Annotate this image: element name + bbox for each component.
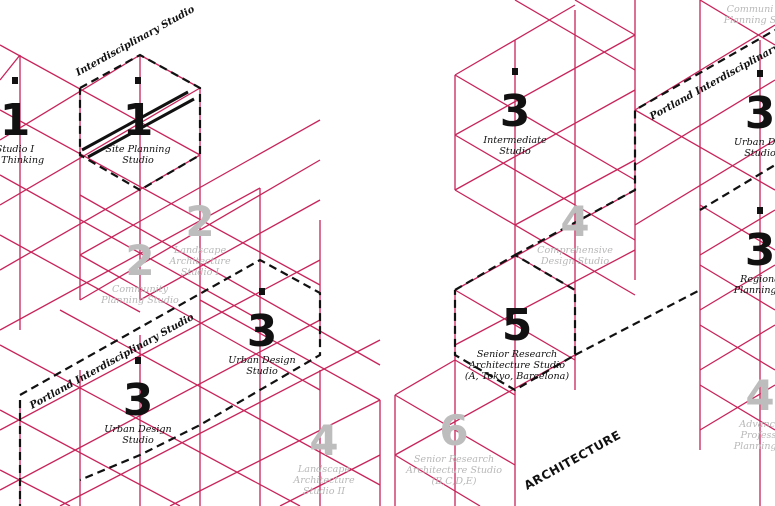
node-tick-mark [512, 68, 518, 75]
node-number: 4 [309, 416, 338, 465]
node-label-line: Intermediate [482, 135, 547, 146]
node-label-line: (A, Tokyo, Barcelona) [465, 371, 569, 382]
node-label-line: Landscape [173, 245, 227, 256]
node-label-line: Studio [122, 155, 154, 166]
node-number: 4 [560, 197, 589, 246]
node-label-line: Architecture [292, 475, 355, 486]
node-label-line: Senior Research [414, 454, 494, 465]
node-label-line: Planning S [723, 15, 775, 26]
node-label-line: Architecture Studio [405, 465, 502, 476]
node-number: 3 [123, 375, 154, 426]
node-label-line: Landscape [297, 464, 351, 475]
node-number: 1 [0, 95, 30, 146]
node-studio-one: 1Studio Ign Thinking [0, 77, 44, 166]
node-label-line: Advance [738, 419, 775, 430]
node-tick-mark [757, 70, 763, 77]
node-label-line: Comprehensive [537, 245, 613, 256]
node-label-line: Planning S [733, 441, 775, 452]
node-regional: 3RegionaPlanning S [733, 207, 775, 296]
node-label-line: Site Planning [105, 144, 170, 155]
architecture-label: ARCHITECTURE [522, 428, 624, 493]
node-number: 1 [123, 95, 154, 146]
node-label-line: Studio [499, 146, 531, 157]
node-number: 3 [745, 88, 775, 139]
node-label-line: Planning Studio [100, 295, 179, 306]
node-label-line: Studio II [303, 486, 345, 497]
node-label-line: Communi [727, 4, 774, 15]
node-tick-mark [135, 77, 141, 84]
node-tick-mark [757, 207, 763, 214]
node-number: 3 [745, 225, 775, 276]
node-tick-mark [135, 357, 141, 364]
node-label-line: Studio [246, 366, 278, 377]
node-label-line: Urban Des [734, 137, 775, 148]
node-label-line: (B,C,D,E) [431, 476, 476, 487]
node-label-line: Senior Research [477, 349, 557, 360]
node-number: 4 [745, 371, 774, 420]
node-advanced: 4AdvanceProfessiPlanning S [733, 371, 775, 452]
node-tick-mark [12, 77, 18, 84]
node-number: 2 [125, 236, 154, 285]
node-number: 2 [185, 197, 214, 246]
node-label-line: Studio [122, 435, 154, 446]
node-label-line: Architecture [168, 256, 231, 267]
node-label-line: Urban Design [228, 355, 295, 366]
node-label-line: Regiona [739, 274, 775, 285]
node-label-line: Urban Design [104, 424, 171, 435]
node-label-line: Studio [744, 148, 775, 159]
studio-boundaries [18, 29, 775, 506]
node-label-line: Professi [740, 430, 775, 441]
site-planning-slash [81, 90, 195, 159]
node-label-line: Planning S [733, 285, 775, 296]
node-label-line: Community [112, 284, 169, 295]
node-label-line: Design Studio [540, 256, 610, 267]
node-label-line: Studio I [0, 144, 34, 155]
node-label-line: gn Thinking [0, 155, 44, 166]
node-label-line: Studio I [181, 267, 220, 278]
node-number: 3 [247, 306, 278, 357]
interdisciplinary-studio-label: Interdisciplinary Studio [73, 4, 197, 79]
node-tick-mark [259, 288, 265, 295]
node-label-line: Architecture Studio [468, 360, 565, 371]
node-number: 6 [439, 406, 468, 455]
portland-interdisciplinary-studio-label: Portland Interdisciplinary Studio [27, 312, 196, 412]
node-number: 5 [502, 300, 533, 351]
node-number: 3 [500, 86, 531, 137]
